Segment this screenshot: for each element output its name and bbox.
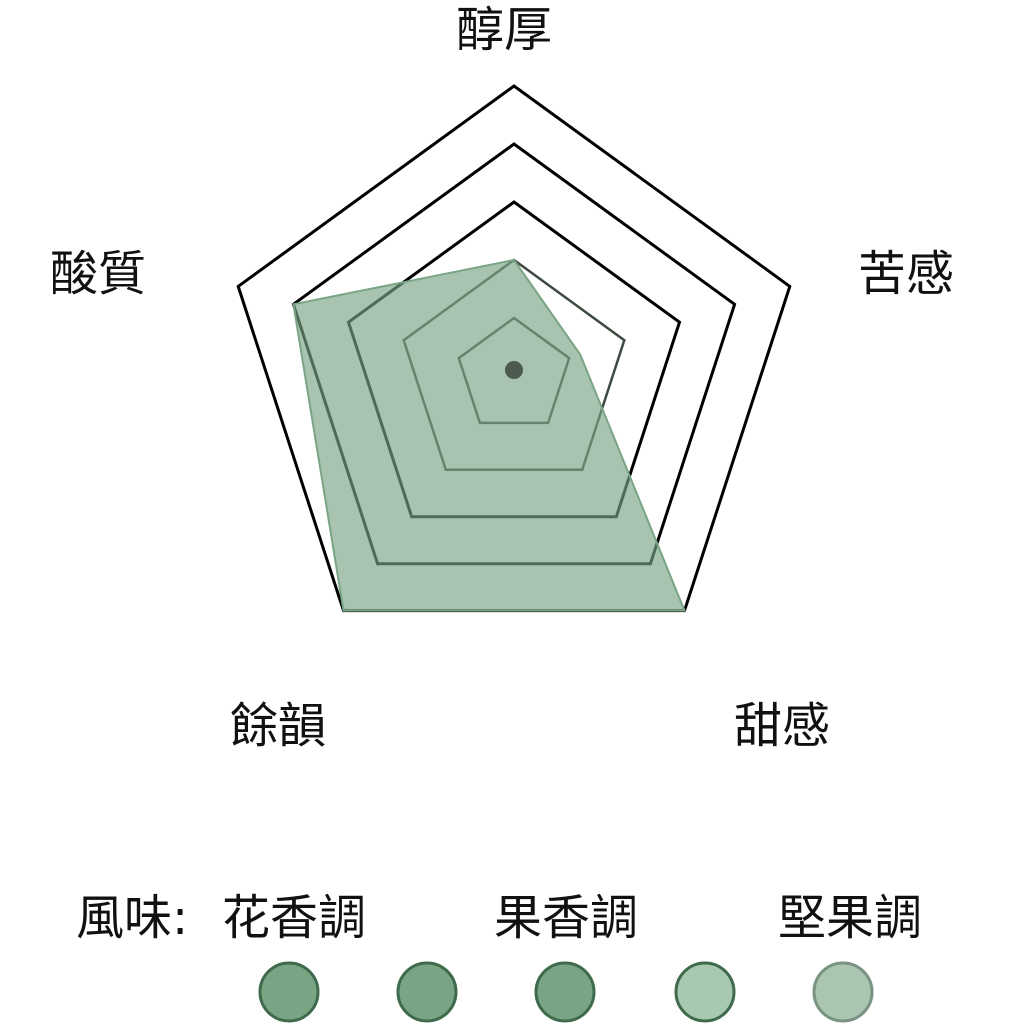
axis-label-acidity: 酸質 xyxy=(50,246,146,302)
center-dot xyxy=(505,361,523,379)
legend-swatch-3 xyxy=(534,961,596,1023)
axis-label-sweetness: 甜感 xyxy=(734,698,830,754)
data-polygon xyxy=(292,258,686,612)
legend-label-floral: 花香調 xyxy=(222,890,366,946)
axis-label-bitterness: 苦感 xyxy=(858,246,954,302)
legend-swatch-1 xyxy=(258,961,320,1023)
legend-label-fruity: 果香調 xyxy=(494,890,638,946)
legend-swatch-4 xyxy=(674,961,736,1023)
legend-prefix: 風味: xyxy=(76,890,188,946)
legend-swatch-5 xyxy=(812,961,874,1023)
legend-swatch-2 xyxy=(396,961,458,1023)
axis-label-body: 醇厚 xyxy=(456,2,552,58)
legend-swatches xyxy=(258,961,874,1023)
axis-label-aftertaste: 餘韻 xyxy=(230,698,326,754)
legend-label-nutty: 堅果調 xyxy=(778,890,922,946)
